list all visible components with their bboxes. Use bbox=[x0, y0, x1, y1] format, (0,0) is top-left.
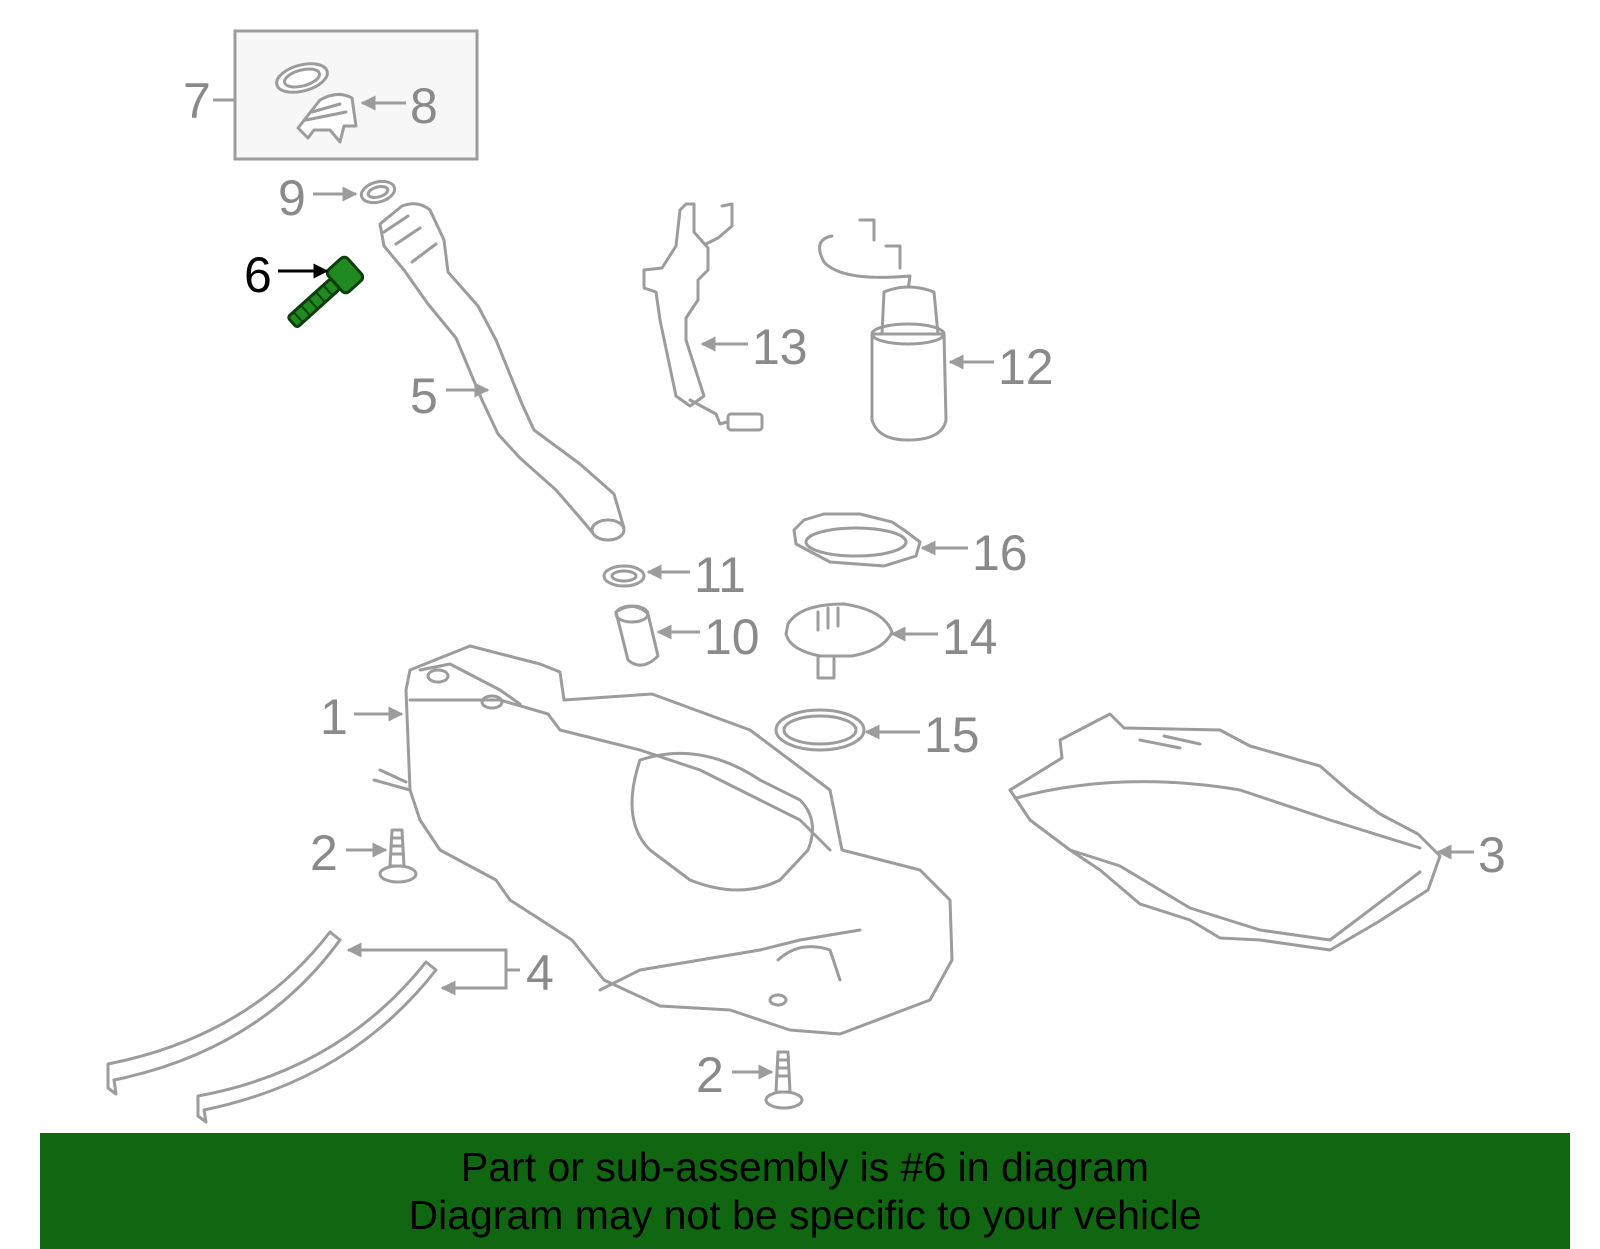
part-10-hose bbox=[614, 604, 660, 667]
part-11-clamp bbox=[602, 564, 646, 588]
callout-2-lower: 2 bbox=[696, 1047, 724, 1103]
part-1-fuel-tank bbox=[372, 644, 954, 1036]
callout-3: 3 bbox=[1478, 827, 1506, 883]
part-16-lock-ring bbox=[792, 512, 922, 568]
callout-15: 15 bbox=[924, 707, 980, 763]
info-banner: Part or sub-assembly is #6 in diagram Di… bbox=[40, 1133, 1570, 1249]
part-13-sending-unit bbox=[642, 202, 764, 432]
part-5-filler-neck bbox=[378, 202, 626, 542]
part-2-bolt-lower bbox=[764, 1050, 804, 1110]
callout-4: 4 bbox=[526, 945, 554, 1001]
part-6-bolt bbox=[287, 255, 365, 328]
callout-12: 12 bbox=[998, 339, 1054, 395]
banner-line-1: Part or sub-assembly is #6 in diagram bbox=[460, 1144, 1150, 1190]
callout-5: 5 bbox=[410, 368, 438, 424]
callout-1: 1 bbox=[320, 689, 348, 745]
callout-9: 9 bbox=[278, 170, 306, 226]
part-14-flange bbox=[784, 602, 894, 680]
callout-11: 11 bbox=[694, 547, 746, 603]
callout-2-upper: 2 bbox=[310, 825, 338, 881]
callout-16: 16 bbox=[972, 525, 1028, 581]
part-12-fuel-pump bbox=[818, 218, 948, 442]
part-3-heat-shield bbox=[1008, 712, 1442, 952]
callout-7: 7 bbox=[183, 73, 211, 129]
part-9-seal bbox=[359, 179, 397, 205]
part-8-fuel-cap bbox=[296, 93, 358, 144]
part-4-tank-straps bbox=[106, 930, 438, 1124]
part-15-seal bbox=[774, 708, 866, 752]
part-2-bolt-upper bbox=[378, 828, 418, 884]
part-7-cap-kit bbox=[233, 29, 479, 161]
callout-8: 8 bbox=[410, 78, 438, 134]
callout-6: 6 bbox=[244, 247, 272, 303]
callout-13: 13 bbox=[752, 319, 808, 375]
callout-10: 10 bbox=[704, 609, 760, 665]
callout-14: 14 bbox=[942, 609, 998, 665]
banner-line-2: Diagram may not be specific to your vehi… bbox=[408, 1192, 1202, 1238]
